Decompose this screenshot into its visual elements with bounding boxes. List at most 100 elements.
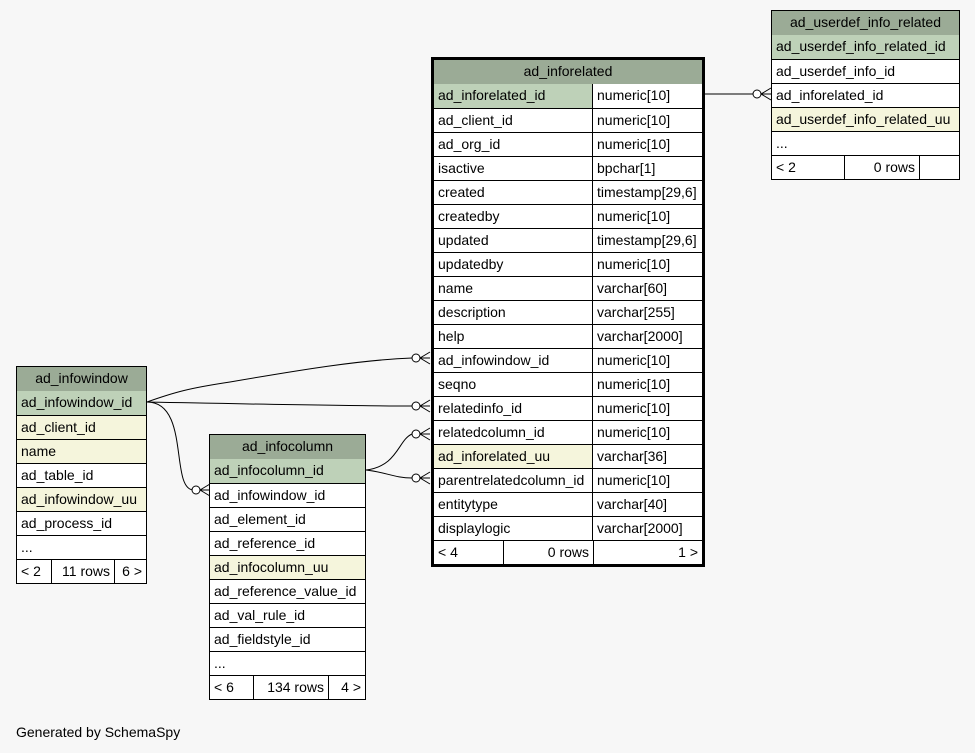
row-count: 134 rows xyxy=(254,676,329,699)
column-type: numeric[10] xyxy=(597,400,671,416)
column-name: description xyxy=(434,301,593,324)
column-type: timestamp[29,6] xyxy=(597,232,697,248)
edge-infocolumn-to-inforelated-parentrelatedcolumn_id xyxy=(365,469,413,479)
column-name: ad_inforelated_id xyxy=(434,84,593,108)
parents-count[interactable]: < 2 xyxy=(17,560,52,583)
column-row[interactable]: ad_infowindow_uu xyxy=(17,487,146,511)
column-type: numeric[10] xyxy=(597,352,671,368)
column-row[interactable]: ad_inforelated_id xyxy=(772,83,959,107)
column-row[interactable]: ad_userdef_info_related_uu xyxy=(772,107,959,131)
column-type: bpchar[1] xyxy=(597,160,656,176)
table-footer: < 6 134 rows 4 > xyxy=(210,675,365,699)
generated-by-label[interactable]: Generated by SchemaSpy xyxy=(16,724,181,740)
column-type: numeric[10] xyxy=(597,256,671,272)
row-count: 0 rows xyxy=(504,541,594,564)
column-name: ad_infocolumn_uu xyxy=(214,559,329,575)
children-count xyxy=(920,156,959,179)
table-header[interactable]: ad_infowindow xyxy=(17,367,146,391)
column-name: ad_infowindow_id xyxy=(214,487,326,503)
column-type: numeric[10] xyxy=(597,376,671,392)
column-type: varchar[2000] xyxy=(597,520,683,536)
table-footer: < 2 0 rows xyxy=(772,155,959,179)
column-row[interactable]: ... xyxy=(210,651,365,675)
column-row[interactable]: name xyxy=(17,439,146,463)
column-row[interactable]: ad_infocolumn_uu xyxy=(210,555,365,579)
column-row[interactable]: ad_reference_id xyxy=(210,531,365,555)
column-row[interactable]: ad_client_id xyxy=(17,415,146,439)
column-row[interactable]: ad_reference_value_id xyxy=(210,579,365,603)
column-name: seqno xyxy=(434,373,593,396)
column-name: relatedinfo_id xyxy=(434,397,593,420)
column-row[interactable]: ad_infowindow_id xyxy=(17,391,146,415)
column-row[interactable]: ad_userdef_info_related_id xyxy=(772,35,959,59)
column-row[interactable]: ad_infocolumn_id xyxy=(210,459,365,483)
table-header[interactable]: ad_infocolumn xyxy=(210,435,365,459)
column-row[interactable]: ad_table_id xyxy=(17,463,146,487)
table-header[interactable]: ad_inforelated xyxy=(434,60,702,84)
column-name: updated xyxy=(434,229,593,252)
column-name: entitytype xyxy=(434,493,593,516)
column-name: ad_userdef_info_id xyxy=(776,63,896,79)
column-type: numeric[10] xyxy=(597,424,671,440)
column-type: numeric[10] xyxy=(597,112,671,128)
column-row[interactable]: ... xyxy=(772,131,959,155)
column-row[interactable]: ad_infowindow_id xyxy=(210,483,365,507)
children-count[interactable]: 6 > xyxy=(122,563,142,579)
table-header[interactable]: ad_userdef_info_related xyxy=(772,11,959,35)
column-name: relatedcolumn_id xyxy=(434,421,593,444)
column-row[interactable]: ad_userdef_info_id xyxy=(772,59,959,83)
column-name: ad_org_id xyxy=(434,133,593,156)
column-name: ad_inforelated_id xyxy=(776,87,884,103)
parents-count[interactable]: < 6 xyxy=(210,676,254,699)
parents-count[interactable]: < 4 xyxy=(434,541,504,564)
column-name: ad_client_id xyxy=(434,109,593,132)
column-name: ad_infowindow_uu xyxy=(21,491,137,507)
column-type: numeric[10] xyxy=(597,208,671,224)
column-name: ad_infowindow_id xyxy=(21,394,133,410)
column-name: created xyxy=(434,181,593,204)
column-row[interactable]: ad_process_id xyxy=(17,511,146,535)
parents-count[interactable]: < 2 xyxy=(772,156,845,179)
column-name: ad_userdef_info_related_uu xyxy=(776,111,951,127)
children-count[interactable]: 4 > xyxy=(341,679,361,695)
column-name: ad_reference_value_id xyxy=(214,583,357,599)
column-name: parentrelatedcolumn_id xyxy=(434,469,593,492)
column-row[interactable]: ad_val_rule_id xyxy=(210,603,365,627)
column-name: createdby xyxy=(434,205,593,228)
table-ad_infocolumn: ad_infocolumn ad_infocolumn_id ad_infowin… xyxy=(209,434,366,700)
column-type: varchar[40] xyxy=(597,496,668,512)
column-type: varchar[60] xyxy=(597,280,668,296)
column-type: timestamp[29,6] xyxy=(597,184,697,200)
table-ad_infowindow: ad_infowindow ad_infowindow_id ad_client_… xyxy=(16,366,147,584)
column-name: ... xyxy=(21,539,33,555)
column-type: numeric[10] xyxy=(597,472,671,488)
table-title: ad_infowindow xyxy=(35,370,128,386)
column-name: ad_userdef_info_related_id xyxy=(776,38,946,54)
column-row[interactable]: ad_element_id xyxy=(210,507,365,531)
column-row[interactable]: ... xyxy=(17,535,146,559)
children-count[interactable]: 1 > xyxy=(678,544,698,560)
table-footer: < 4 0 rows 1 > xyxy=(434,540,702,564)
column-row[interactable]: ad_fieldstyle_id xyxy=(210,627,365,651)
